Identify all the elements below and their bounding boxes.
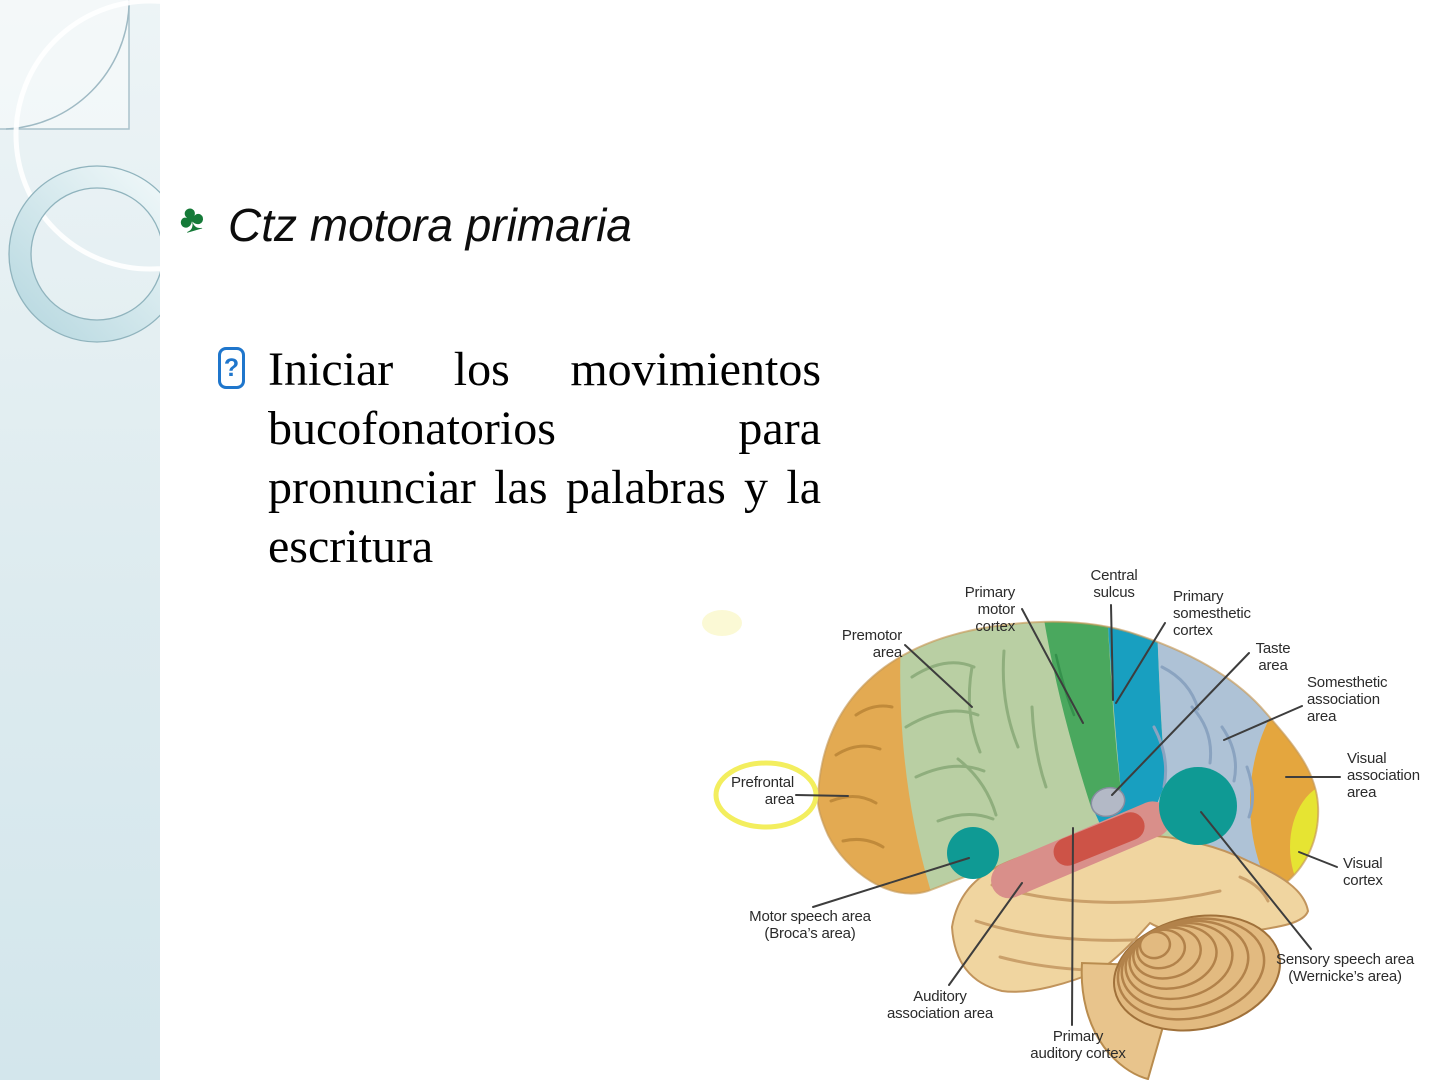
slide-title: Ctz motora primaria — [228, 199, 632, 251]
cerebrum-outline — [816, 620, 1320, 899]
primary-auditory-region — [1053, 812, 1145, 866]
cerebellum-stripes — [1116, 917, 1266, 1021]
visual-cortex-region — [1290, 783, 1319, 898]
white-circle — [13, 0, 160, 272]
sulci-lines — [829, 649, 1254, 849]
body-line: bucofonatorios para — [268, 402, 821, 455]
quarter-arc — [5, 5, 130, 130]
missing-glyph-question-mark: ? — [223, 353, 240, 382]
taste-area-knob — [1090, 786, 1126, 818]
broca-area-region — [947, 827, 999, 879]
body-text: Iniciar los movimientos bucofonatorios p… — [268, 340, 821, 576]
body-paragraph: ? Iniciar los movimientos bucofonatorios… — [218, 340, 821, 576]
label-motor-speech-area: Motor speech area(Broca’s area) — [749, 908, 871, 942]
body-line: pronunciar las palabras y la — [268, 461, 821, 514]
body-line: escritura — [268, 520, 434, 573]
leader-lines — [795, 604, 1341, 1026]
yellow-smudge — [702, 610, 742, 636]
ring-circle — [8, 165, 160, 343]
sidebar-decoration — [0, 0, 160, 1080]
brain-illustration — [702, 604, 1341, 1080]
cerebellum — [1113, 914, 1281, 1032]
wernicke-area-region — [1159, 767, 1237, 845]
primary-motor-region — [1040, 621, 1121, 807]
label-sensory-speech-area: Sensory speech area(Wernicke’s area) — [1276, 951, 1414, 985]
corner-square — [0, 0, 129, 129]
club-bullet-icon: ♣ — [173, 195, 210, 243]
missing-glyph-bullet-icon: ? — [218, 347, 245, 389]
body-line: Iniciar los movimientos — [268, 343, 821, 396]
cerebrum-regions — [817, 621, 1319, 898]
primary-somesthetic-region — [1091, 621, 1166, 845]
